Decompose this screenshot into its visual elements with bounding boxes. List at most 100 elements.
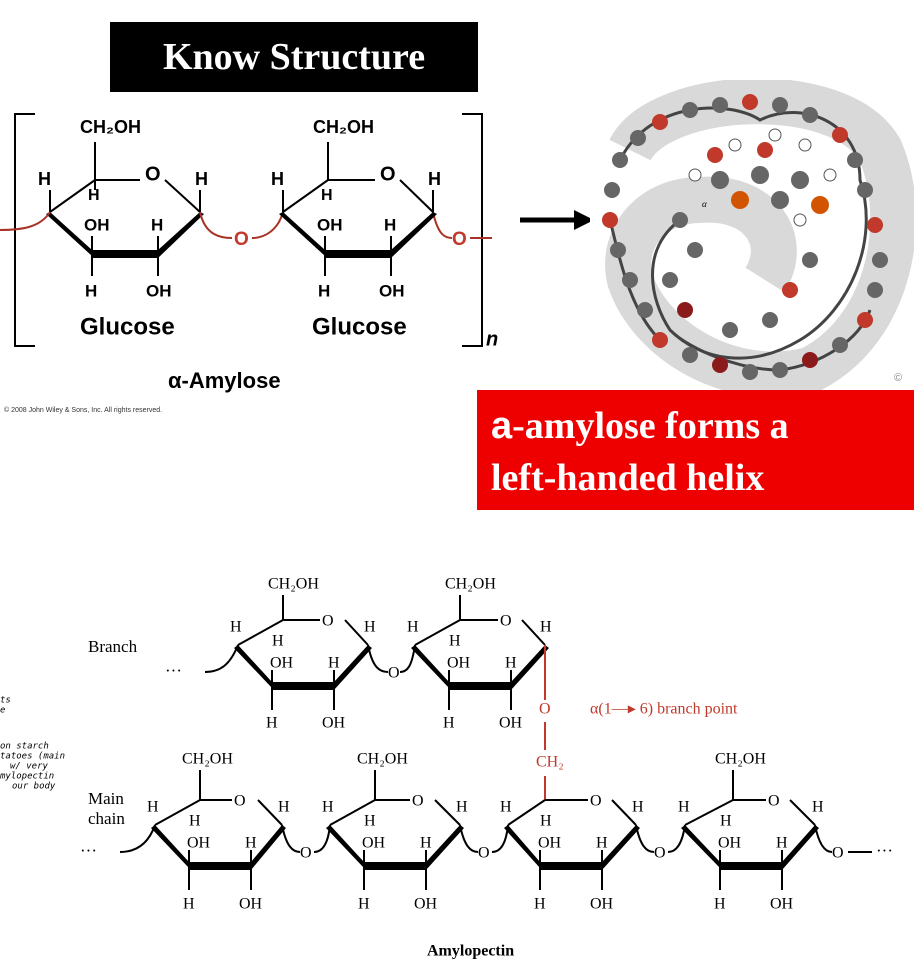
main-chain-rings: [119, 770, 872, 890]
oh-bottom-1: OH: [146, 281, 172, 300]
h-c4-2: H: [321, 187, 333, 204]
h-bottom-1: H: [85, 281, 97, 300]
branch-ch2: CH₂: [536, 754, 564, 771]
page-title: Know Structure: [110, 22, 478, 92]
link-left: [0, 211, 51, 231]
helix-atoms: [602, 94, 888, 380]
main-link-o-3: O: [654, 845, 666, 862]
main-r2-oh2: OH: [414, 896, 438, 913]
alpha-label: α: [702, 199, 707, 209]
main-r3-oh: OH: [538, 835, 562, 852]
bridge-oxygen: O: [234, 229, 249, 250]
arrow-right-icon: [520, 210, 594, 230]
right-bracket: [462, 113, 483, 347]
branch-a-ch2oh: CH₂OH: [268, 576, 319, 593]
branch-point-o: O: [539, 701, 551, 718]
branch-a-h3: H: [328, 655, 340, 672]
branch-b-h4: H: [540, 619, 552, 636]
note-line-6: mylopectin: [0, 772, 54, 782]
main-r2-h1: H: [322, 799, 334, 816]
helix-copyright: ©: [894, 372, 902, 384]
main-r3-h5: H: [534, 896, 546, 913]
main-link-o-2: O: [478, 845, 490, 862]
branch-link-o: O: [388, 665, 400, 682]
branch-a-o: O: [322, 613, 334, 630]
branch-a-h5: H: [266, 715, 278, 732]
branch-b-h3: H: [505, 655, 517, 672]
main-r3-h4: H: [632, 799, 644, 816]
glucose-label-2: Glucose: [312, 313, 407, 340]
main-r4-ch2oh: CH₂OH: [715, 751, 766, 768]
oh-c3-1: OH: [84, 215, 110, 234]
main-r4-h2: H: [720, 813, 732, 830]
ch2oh-label-2: CH₂OH: [313, 117, 374, 137]
note-line-5: w/ very: [10, 762, 49, 772]
amylose-structure: CH₂OH O H H OH H H H OH Glucose O O CH₂O…: [0, 113, 498, 393]
caption-symbol: a: [491, 405, 513, 447]
ring-oxygen-1: O: [145, 163, 161, 185]
main-r2-h2: H: [364, 813, 376, 830]
branch-b-oh: OH: [447, 655, 471, 672]
branch-point-label: α(1—▸ 6) branch point: [590, 701, 738, 718]
main-r4-h4: H: [812, 799, 824, 816]
handwritten-notes: ts e on starch tatoes (main w/ very mylo…: [0, 696, 65, 792]
main-r1-h2: H: [189, 813, 201, 830]
h-c4-up-1: H: [38, 169, 51, 189]
main-r2-h4: H: [456, 799, 468, 816]
note-line-1: ts: [0, 696, 11, 706]
oh-c3-2: OH: [317, 215, 343, 234]
note-line-7: our body: [12, 782, 56, 792]
helix-ribbon: [605, 80, 914, 390]
branch-b-h1: H: [407, 619, 419, 636]
oh-bottom-2: OH: [379, 281, 405, 300]
link-middle-right: [251, 211, 284, 239]
branch-b-h5: H: [443, 715, 455, 732]
caption-line-1: a-amylose forms a: [491, 400, 914, 452]
branch-a-h2: H: [272, 633, 284, 650]
h-c1-1: H: [195, 169, 208, 189]
branch-b-o: O: [500, 613, 512, 630]
branch-a-oh2: OH: [322, 715, 346, 732]
end-oxygen: O: [452, 229, 467, 250]
main-r1-ch2oh: CH₂OH: [182, 751, 233, 768]
ring-oxygen-2: O: [380, 163, 396, 185]
main-r3-h1: H: [500, 799, 512, 816]
branch-b-h2: H: [449, 633, 461, 650]
main-r2-h3: H: [420, 835, 432, 852]
main-link-o-1: O: [300, 845, 312, 862]
helix-caption: a-amylose forms a left-handed helix: [477, 390, 914, 510]
glucose-label-1: Glucose: [80, 313, 175, 340]
main-chain-label-1: Main: [88, 789, 124, 808]
main-r4-oh2: OH: [770, 896, 794, 913]
main-r1-oh2: OH: [239, 896, 263, 913]
main-r4-h5: H: [714, 896, 726, 913]
link-middle-left: [199, 211, 233, 239]
page-title-text: Know Structure: [162, 36, 426, 78]
repeat-n: n: [486, 328, 498, 350]
amylopectin-name: Amylopectin: [427, 943, 514, 960]
main-r2-h5: H: [358, 896, 370, 913]
ch2oh-label-1: CH₂OH: [80, 117, 141, 137]
main-link-o-4: O: [832, 845, 844, 862]
main-r4-oh: OH: [718, 835, 742, 852]
main-r1-h4: H: [278, 799, 290, 816]
main-r2-oh: OH: [362, 835, 386, 852]
main-r1-h5: H: [183, 896, 195, 913]
h-c4-1: H: [88, 187, 100, 204]
branch-b-oh2: OH: [499, 715, 523, 732]
amylose-name: α-Amylose: [168, 368, 281, 393]
main-r4-h3: H: [776, 835, 788, 852]
main-r4-h1: H: [678, 799, 690, 816]
branch-ring-b: [411, 595, 549, 710]
branch-a-oh: OH: [270, 655, 294, 672]
main-ellipsis-right: ···: [876, 841, 893, 860]
glucose-ring-1: CH₂OH O H H OH H H H OH Glucose: [38, 117, 208, 341]
main-r3-h2: H: [540, 813, 552, 830]
main-chain-labels: CH₂OH O H H OH H H H OH O CH₂OH O H H OH…: [147, 751, 844, 913]
branch-ellipsis: ···: [165, 661, 182, 680]
h-c2-1: H: [151, 215, 163, 234]
main-r2-o: O: [412, 793, 424, 810]
branch-label: Branch: [88, 637, 138, 656]
caption-line-2: left-handed helix: [491, 457, 765, 499]
main-r1-h3: H: [245, 835, 257, 852]
